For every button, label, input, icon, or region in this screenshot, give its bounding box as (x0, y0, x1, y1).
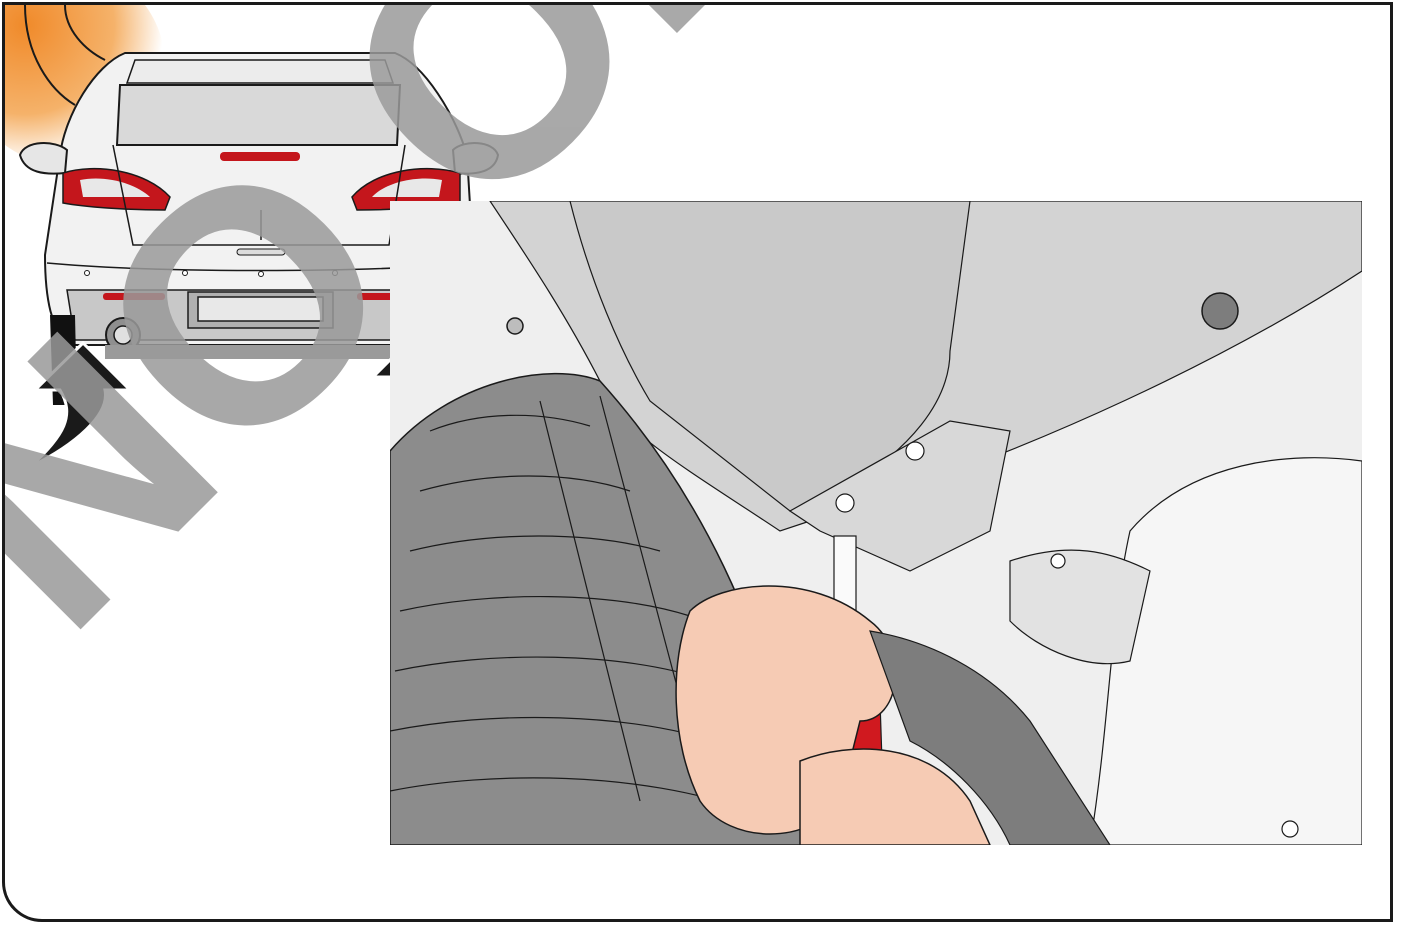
brake-light (220, 152, 300, 161)
right-mirror (451, 142, 500, 175)
detail-view-wheel-arch (390, 201, 1362, 845)
left-reflector (103, 293, 165, 300)
curved-arrow-up-icon (28, 340, 134, 469)
license-plate (197, 296, 324, 322)
right-hand (799, 748, 991, 845)
left-mirror (18, 142, 69, 175)
rear-window (115, 84, 402, 146)
